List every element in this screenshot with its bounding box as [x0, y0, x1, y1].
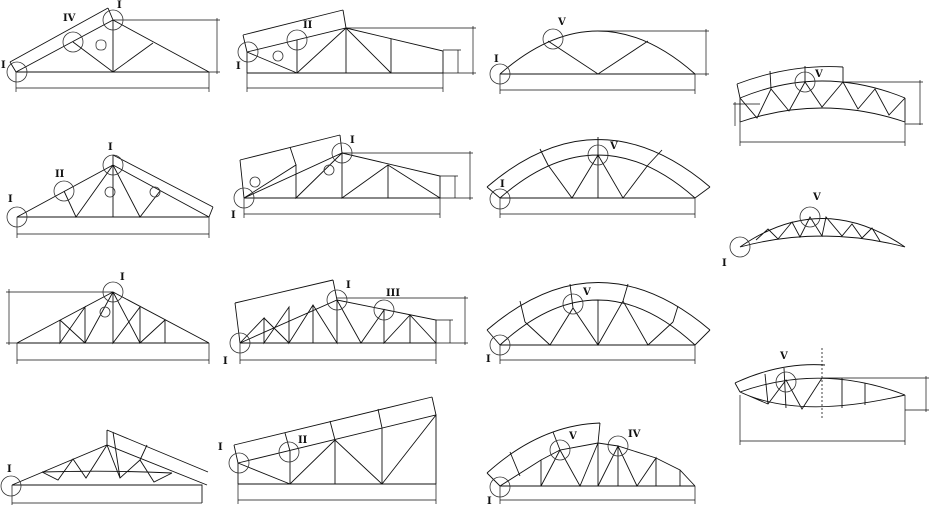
detail-circle: [286, 29, 308, 51]
detail-circle: [0, 475, 22, 497]
arched-truss-11: V I: [486, 282, 711, 365]
detail-circle: [489, 63, 511, 85]
detail-circle: [562, 293, 584, 315]
detail-circle: [102, 154, 124, 176]
detail-label: II: [298, 435, 308, 446]
detail-circle: [799, 206, 821, 228]
detail-label: I: [7, 464, 12, 475]
detail-label: I: [231, 210, 236, 221]
detail-label: V: [812, 192, 821, 203]
triangular-truss-1: IV I I: [1, 0, 220, 92]
detail-circle: [326, 289, 348, 311]
node-marker: [149, 186, 161, 198]
detail-circle: [278, 441, 300, 463]
detail-label: I: [223, 356, 228, 367]
monopitch-truss-14: II I: [218, 396, 437, 504]
detail-circle: [53, 180, 75, 202]
detail-label: IV: [628, 429, 641, 440]
trapezoid-truss-2: II I: [236, 9, 476, 92]
triangular-truss-9: I: [6, 272, 210, 364]
detail-label: I: [722, 258, 727, 269]
detail-circle: [237, 41, 259, 63]
detail-label: V: [582, 287, 591, 298]
detail-label: I: [487, 496, 492, 505]
detail-circle: [729, 236, 751, 258]
detail-label: III: [386, 288, 400, 299]
detail-circle: [373, 299, 395, 321]
detail-label: V: [814, 69, 823, 80]
node-marker: [99, 306, 111, 318]
node-marker: [249, 176, 261, 188]
detail-circle: [607, 435, 629, 457]
detail-circle: [233, 187, 255, 209]
detail-label: I: [218, 442, 223, 453]
node-marker: [104, 186, 116, 198]
node-marker: [95, 39, 107, 51]
detail-circle: [229, 332, 251, 354]
detail-label: I: [486, 354, 491, 365]
detail-circle: [587, 144, 609, 166]
trapezoid-truss-10: I III I: [223, 279, 468, 367]
detail-label: I: [117, 0, 122, 11]
trapezoid-truss-6: I I: [231, 134, 473, 221]
detail-label: I: [346, 280, 351, 291]
detail-circle: [62, 31, 84, 53]
polygonal-truss-15: V IV I: [486, 422, 696, 505]
detail-circle: [489, 476, 511, 498]
detail-label: I: [120, 272, 125, 283]
detail-circle: [549, 439, 571, 461]
detail-circle: [6, 61, 28, 83]
detail-label: I: [494, 54, 499, 65]
detail-label: I: [1, 60, 6, 71]
detail-circle: [102, 9, 124, 31]
node-marker: [323, 164, 335, 176]
detail-circle: [794, 71, 816, 93]
detail-label: I: [108, 142, 113, 153]
detail-label: I: [350, 135, 355, 146]
detail-circle: [542, 28, 564, 50]
detail-label: IV: [63, 13, 76, 24]
detail-label: II: [55, 169, 65, 180]
detail-circle: [775, 371, 797, 393]
triangular-truss-13: I: [0, 429, 209, 505]
node-marker: [272, 50, 284, 62]
detail-label: V: [568, 431, 577, 442]
detail-label: I: [236, 61, 241, 72]
detail-label: V: [609, 141, 618, 152]
segmental-truss-4: V: [733, 66, 923, 146]
detail-circle: [331, 142, 353, 164]
triangular-truss-5: I II I: [6, 142, 214, 238]
detail-label: II: [303, 20, 313, 31]
arched-truss-7: V I: [486, 137, 711, 218]
detail-circle: [489, 188, 511, 210]
detail-label: V: [779, 351, 788, 362]
arched-truss-3: V I: [489, 17, 709, 94]
detail-label: I: [500, 179, 505, 190]
detail-circle: [102, 281, 124, 303]
crescent-truss-8: V I: [722, 192, 906, 269]
detail-label: V: [557, 17, 566, 28]
detail-circle: [489, 334, 511, 356]
detail-circle: [6, 206, 28, 228]
detail-circle: [228, 452, 250, 474]
detail-label: I: [8, 194, 13, 205]
lens-truss-12: V: [734, 348, 929, 445]
